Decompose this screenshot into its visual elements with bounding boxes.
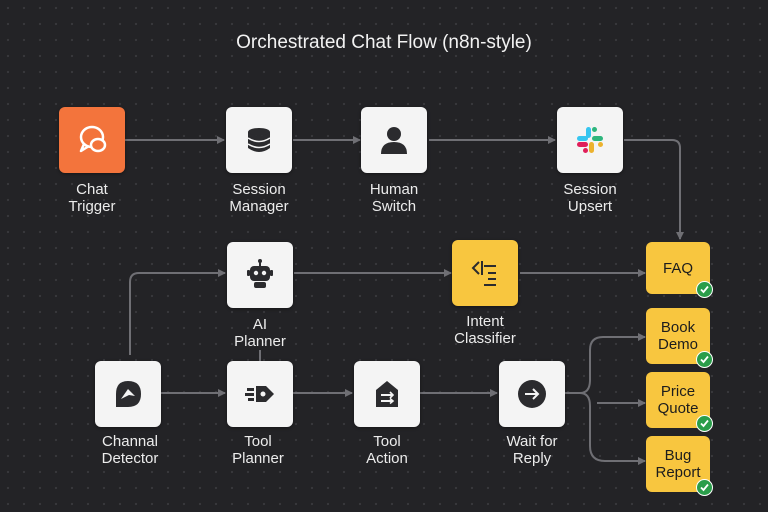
edge-to-bug-report bbox=[579, 392, 646, 465]
intent-classifier-node[interactable] bbox=[452, 240, 518, 306]
price-quote-label-line2: Quote bbox=[657, 400, 699, 417]
edge-to-book-demo bbox=[579, 333, 646, 394]
tool-planner-label: Tool Planner bbox=[232, 433, 284, 467]
check-icon bbox=[696, 479, 713, 496]
session-manager-label: Session Manager bbox=[229, 181, 289, 215]
edge-upsert-to-faq bbox=[624, 139, 684, 240]
edge-ai-to-classifier bbox=[129, 269, 226, 355]
book-demo-label-line1: Book bbox=[660, 319, 696, 336]
list-classifier-icon bbox=[471, 261, 496, 286]
bug-report-label-line1: Bug bbox=[664, 447, 692, 464]
price-quote-label-line1: Price bbox=[660, 383, 696, 400]
person-icon bbox=[381, 127, 407, 154]
faq-label: FAQ bbox=[662, 259, 693, 277]
human-switch-label: Human Switch bbox=[369, 181, 419, 215]
database-icon bbox=[247, 128, 271, 152]
intent-classifier-label: Intent Classifier bbox=[454, 313, 516, 347]
bug-report-label-line2: Report bbox=[655, 464, 701, 481]
session-upsert-node[interactable] bbox=[557, 107, 623, 173]
wait-for-reply-node[interactable] bbox=[499, 361, 565, 427]
arrow-circle-icon bbox=[518, 380, 546, 408]
check-icon bbox=[696, 351, 713, 368]
human-switch-node[interactable] bbox=[361, 107, 427, 173]
ai-planner-node[interactable] bbox=[227, 242, 293, 308]
robot-icon bbox=[247, 259, 273, 288]
price-quote-node[interactable]: Price Quote bbox=[646, 372, 713, 432]
faq-node[interactable]: FAQ bbox=[646, 242, 713, 298]
bubble-arrow-icon bbox=[116, 381, 141, 407]
tool-action-label: Tool Action bbox=[366, 433, 408, 467]
book-demo-label-line2: Demo bbox=[657, 336, 698, 353]
chat-trigger-label: Chat Trigger bbox=[68, 181, 116, 215]
toolbox-icon bbox=[376, 381, 398, 407]
channel-detector-label: Channal Detector bbox=[101, 433, 159, 467]
bug-report-node[interactable]: Bug Report bbox=[646, 436, 713, 496]
session-manager-node[interactable] bbox=[226, 107, 292, 173]
check-icon bbox=[696, 281, 713, 298]
session-upsert-label: Session Upsert bbox=[563, 181, 617, 215]
tool-planner-node[interactable] bbox=[227, 361, 293, 427]
wait-for-reply-label: Wait for Reply bbox=[506, 433, 558, 467]
rocket-icon bbox=[245, 386, 274, 402]
check-icon bbox=[696, 415, 713, 432]
ai-planner-label: AI Planner bbox=[234, 316, 286, 350]
chat-trigger-node[interactable] bbox=[59, 107, 125, 173]
tool-action-node[interactable] bbox=[354, 361, 420, 427]
channel-detector-node[interactable] bbox=[95, 361, 161, 427]
page-title: Orchestrated Chat Flow (n8n-style) bbox=[236, 32, 532, 53]
chat-bubbles-icon bbox=[79, 125, 107, 153]
slack-icon bbox=[577, 127, 603, 153]
book-demo-node[interactable]: Book Demo bbox=[646, 308, 713, 368]
